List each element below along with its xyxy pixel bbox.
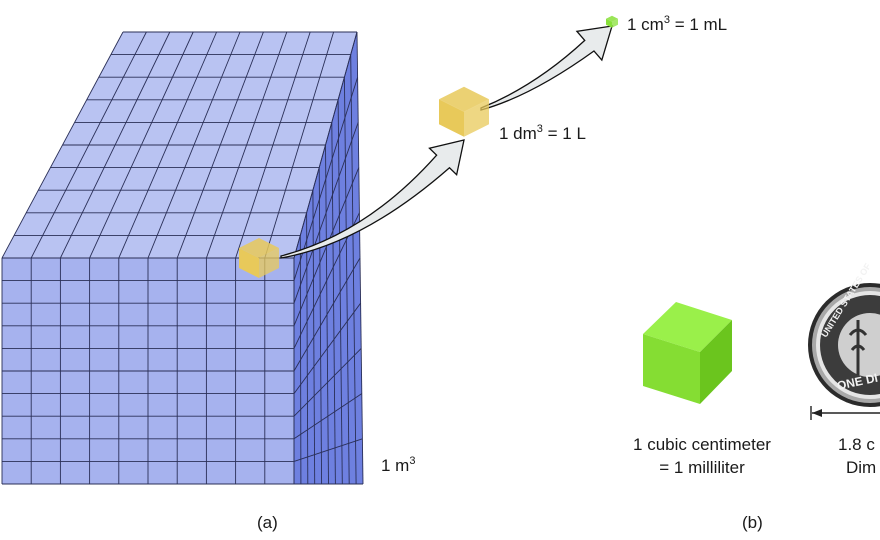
cubic-meter-label: 1 m3 [381, 456, 415, 474]
curved-arrow-2 [481, 26, 612, 110]
dime-caption-line2: Dim [838, 456, 876, 479]
cube-caption-line1: 1 cubic centimeter [617, 433, 787, 456]
decimeter-cube [439, 87, 489, 137]
centimeter-cube [606, 16, 618, 28]
dimension-arrow [811, 406, 880, 420]
cube-caption-line2: = 1 milliliter [617, 456, 787, 479]
panel-b-label: (b) [742, 513, 763, 533]
cubic-decimeter-label: 1 dm3 = 1 L [499, 124, 586, 142]
cubic-centimeter-label: 1 cm3 = 1 mL [627, 15, 727, 33]
green-cube [643, 302, 732, 404]
cube-caption: 1 cubic centimeter = 1 milliliter [617, 433, 787, 479]
big-cube [2, 32, 363, 484]
dime-caption: 1.8 c Dim [838, 433, 876, 479]
panel-a-label: (a) [257, 513, 278, 533]
dime-caption-line1: 1.8 c [838, 433, 876, 456]
